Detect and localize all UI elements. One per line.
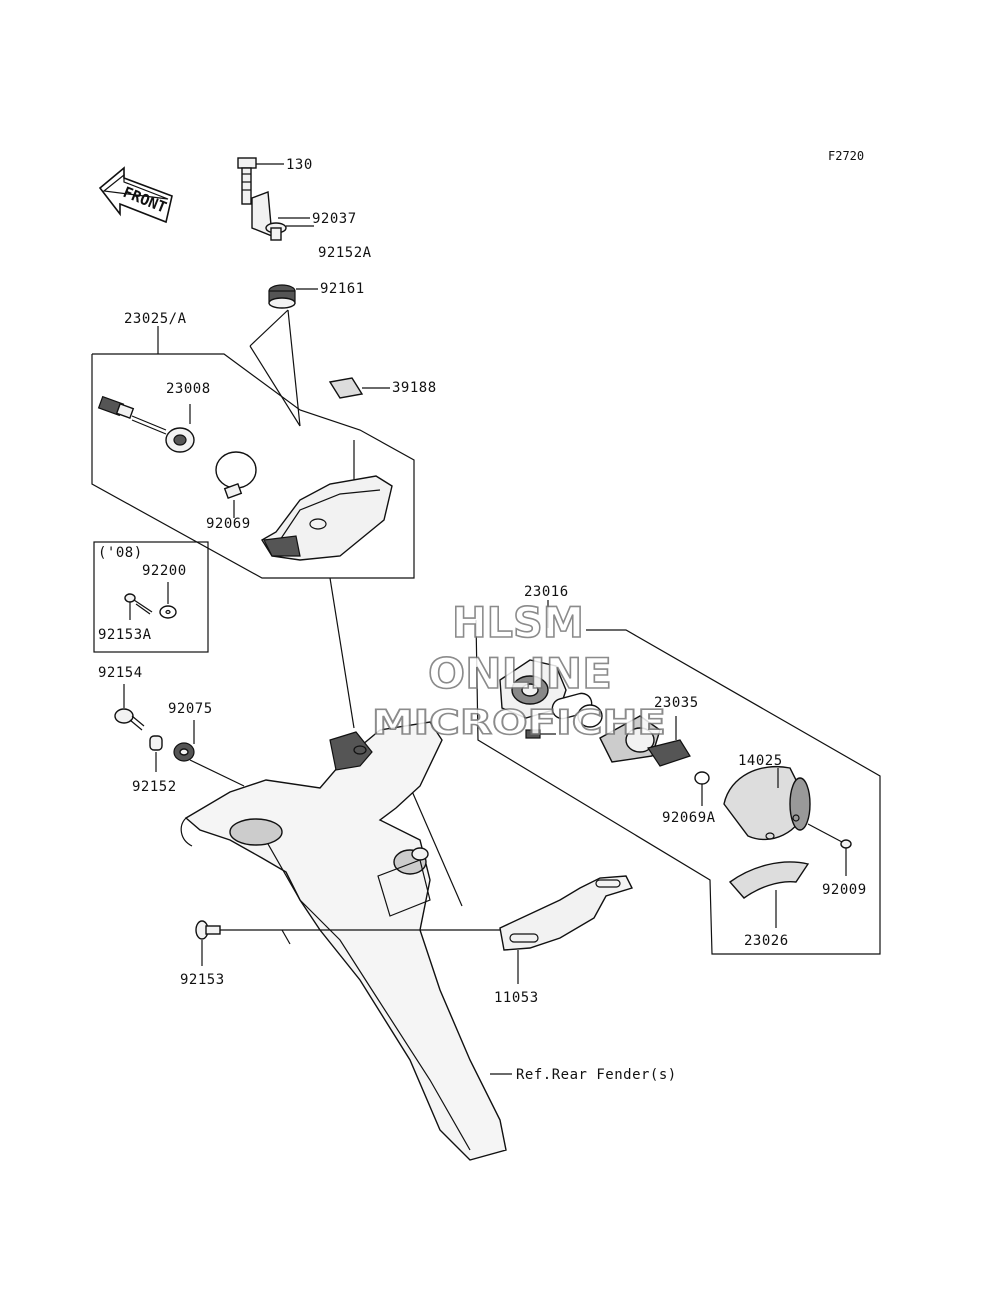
damper-92161 [268,284,318,309]
cover-23035 [647,716,691,767]
screw-92009 [807,823,852,876]
callout-92069: 92069 [206,516,251,532]
lens-23035-assy [599,715,661,763]
collar-92152 [149,735,163,772]
group-outline-08 [93,541,209,653]
callout-23025A: 23025/A [124,311,187,327]
rear-fender-frame [180,721,507,1161]
watermark-line-2: ONLINE [428,649,612,698]
bracket-11053 [499,875,633,984]
grommet-92075 [173,720,245,787]
bolt-92154 [114,684,145,731]
callout-92069A: 92069A [662,810,716,826]
collar-92152A [265,222,314,241]
bolt-130 [237,157,284,205]
light-connector [525,729,556,739]
watermark: HLSM ONLINE MICROFICHE [371,597,667,744]
license-light-housing [499,659,567,719]
tail-lamp-housing [261,475,393,561]
watermark-line-1: HLSM [452,598,584,647]
callout-92009: 92009 [822,882,867,898]
callout-92200: 92200 [142,563,187,579]
bolt-92153 [195,920,282,966]
washer-92200 [159,582,177,619]
light-seal [577,704,603,728]
screw-92153A [124,593,153,620]
watermark-line-3: MICROFICHE [372,703,666,743]
label-39188 [328,377,390,399]
socket-23008 [97,395,195,453]
callout-23026: 23026 [744,933,789,949]
front-arrow-icon: FRONT [98,166,173,224]
callout-23008: 23008 [166,381,211,397]
callout-130: 130 [286,157,313,173]
group-outline-23025A [91,353,415,579]
callout-92075: 92075 [168,701,213,717]
callout-39188: 39188 [392,380,437,396]
bulb-92069 [215,451,257,518]
lamp-cover-14025 [723,766,811,841]
callout-92153: 92153 [180,972,225,988]
callout-92037: 92037 [312,211,357,227]
figure-code: F2720 [828,149,864,163]
callout-23016: 23016 [524,584,569,600]
callout-92154: 92154 [98,665,143,681]
callout-ref-rear-fender: Ref.Rear Fender(s) [516,1067,677,1083]
base-23026 [728,861,810,928]
callout-92152A: 92152A [318,245,372,261]
callout-92161: 92161 [320,281,365,297]
bulb-92069A [694,771,710,806]
callout-92153A: 92153A [98,627,152,643]
callout-92152: 92152 [132,779,177,795]
callout-23035: 23035 [654,695,699,711]
callout-year08: ('08) [98,545,143,561]
callout-14025: 14025 [738,753,783,769]
callout-11053: 11053 [494,990,539,1006]
group-outline-23016 [475,619,881,955]
